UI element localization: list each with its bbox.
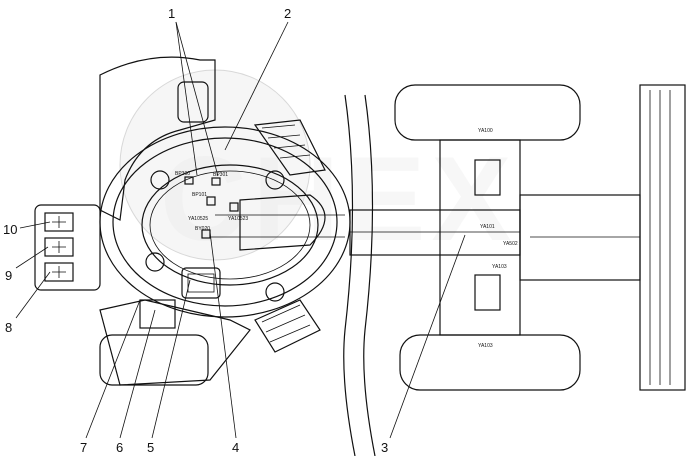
access-steps [253,119,326,353]
tag-bp300: BP300 [175,171,190,177]
tag-bp101: BP101 [192,192,207,198]
leader-lines [15,21,466,439]
watermark-text: CHEX [160,132,517,266]
sensor-cluster: BP300 BP301 BP101 YA10525 YA10523 BY020 [175,171,345,239]
tag-bp301: BP301 [213,172,228,178]
connector-icon [44,237,74,257]
connector-icon [44,212,74,232]
tag-ya103b: YA103 [478,343,493,349]
sensor-box [211,177,221,186]
callout-4: 4 [232,440,239,455]
tag-ya10523: YA10523 [228,216,248,222]
sensor-box [206,196,216,206]
tag-by020: BY020 [195,226,210,232]
swing-bearing-bolt-icon [265,170,285,190]
callout-6: 6 [116,440,123,455]
callout-2: 2 [284,6,291,21]
connector-icon [44,262,74,282]
tag-ya10525: YA10525 [188,216,208,222]
callout-9: 9 [5,268,12,283]
undercarriage: YA100 YA502 YA101 YA103 YA103 [349,84,686,391]
callout-1: 1 [168,6,175,21]
swing-bearing-bolt-icon [145,252,165,272]
callout-10: 10 [3,222,17,237]
tag-ya100: YA100 [478,128,493,134]
sensor-box [184,176,194,185]
callout-7: 7 [80,440,87,455]
tag-ya103: YA103 [492,264,507,270]
section-break-lines [343,94,376,456]
callout-3: 3 [381,440,388,455]
swing-bearing-bolt-icon [150,170,170,190]
tag-ya101: YA101 [480,224,495,230]
callouts: 1 2 3 4 5 6 7 8 9 10 [3,6,388,455]
callout-5: 5 [147,440,154,455]
tag-ya502: YA502 [503,241,518,247]
swing-bearing-bolt-icon [265,282,285,302]
controller-unit [139,267,221,329]
dozer-blade [639,84,686,391]
connector-inset-panel [34,204,101,291]
blade-frame [519,194,641,281]
watermark: CHEX [119,69,517,266]
sensor-box [229,202,239,212]
callout-8: 8 [5,320,12,335]
